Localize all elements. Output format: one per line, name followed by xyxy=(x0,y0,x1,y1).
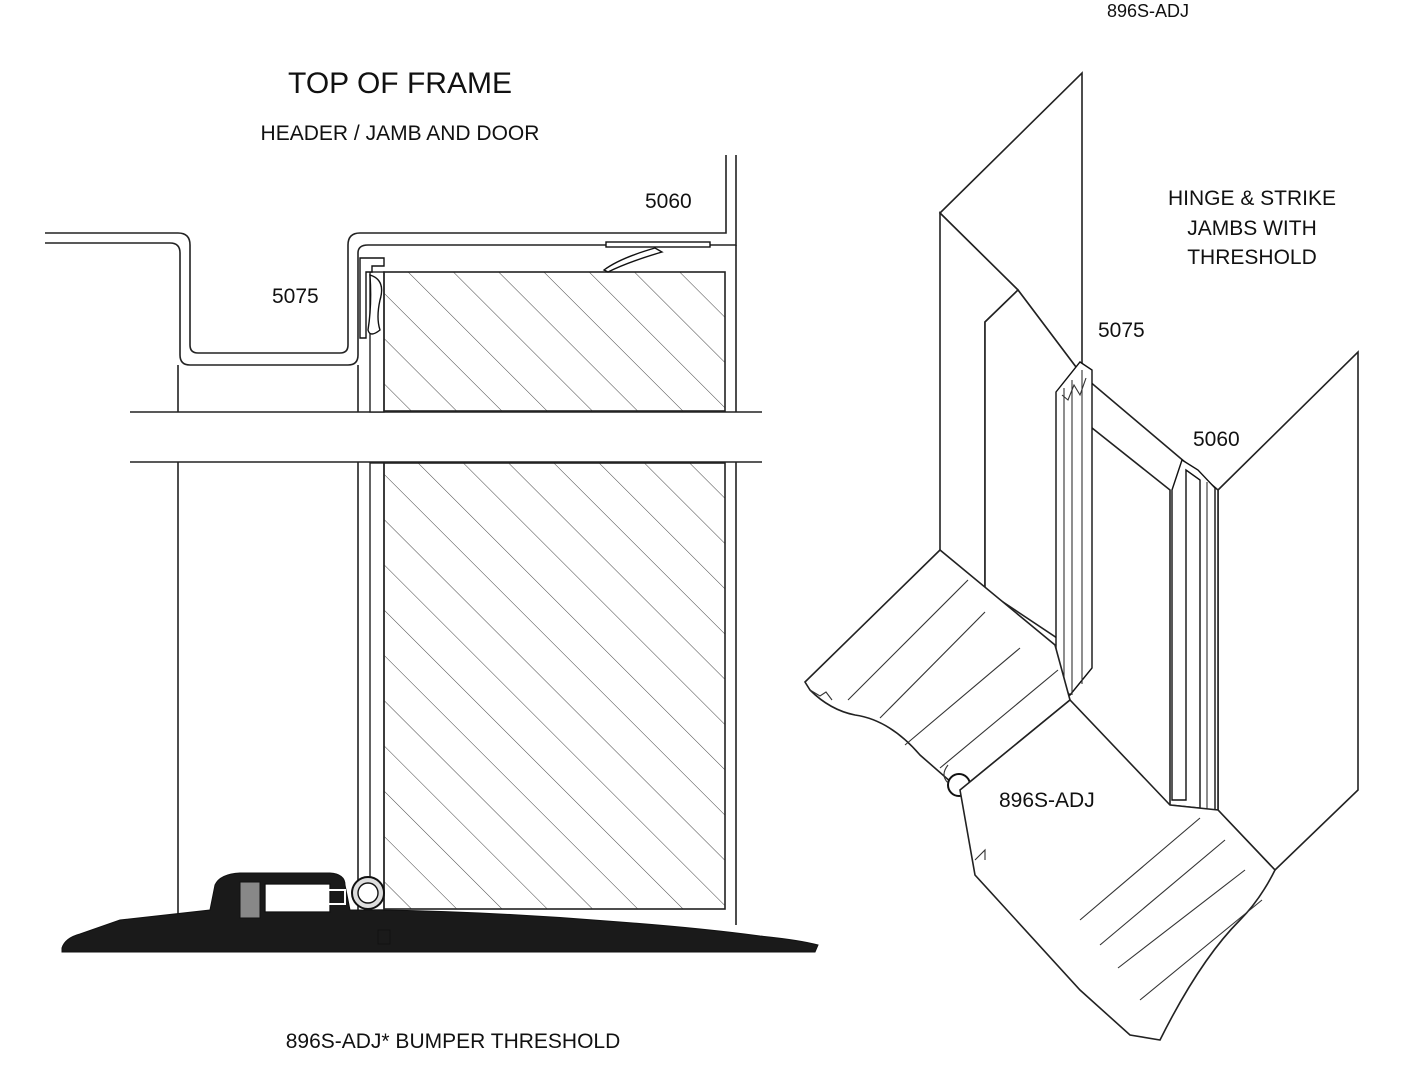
label-5060-right: 5060 xyxy=(1193,428,1240,451)
seal-5075-section xyxy=(359,257,385,339)
label-896-top: 896S-ADJ xyxy=(1107,1,1189,21)
seal-5075-strip xyxy=(1055,361,1093,697)
seal-5060-section xyxy=(602,241,711,273)
header-frame-inner xyxy=(45,155,737,366)
label-5075-left: 5075 xyxy=(272,285,319,308)
left-section-detail: TOP OF FRAME HEADER / JAMB AND DOOR 5060… xyxy=(45,67,819,1053)
right-heading-line1: HINGE & STRIKE xyxy=(1168,187,1336,210)
label-896-right: 896S-ADJ xyxy=(999,789,1095,812)
right-isometric-detail: 896S-ADJ HINGE & STRIKE JAMBS WITH THRES… xyxy=(803,1,1359,1041)
door-slab-upper xyxy=(369,271,726,413)
left-title: TOP OF FRAME xyxy=(288,67,512,100)
left-subtitle: HEADER / JAMB AND DOOR xyxy=(261,122,540,145)
door-slab-lower xyxy=(369,462,726,911)
right-heading-line3: THRESHOLD xyxy=(1187,246,1317,269)
right-heading-line2: JAMBS WITH xyxy=(1187,217,1317,240)
threshold-iso-right xyxy=(959,698,1276,1041)
label-5060-left: 5060 xyxy=(645,190,692,213)
label-5075-right: 5075 xyxy=(1098,319,1145,342)
seal-5060-strip xyxy=(1171,458,1216,813)
threshold-caption: 896S-ADJ* BUMPER THRESHOLD xyxy=(286,1030,621,1053)
threshold-iso-left xyxy=(803,548,1071,797)
header-frame-outer xyxy=(45,155,727,354)
bumper-threshold-section xyxy=(61,872,819,953)
